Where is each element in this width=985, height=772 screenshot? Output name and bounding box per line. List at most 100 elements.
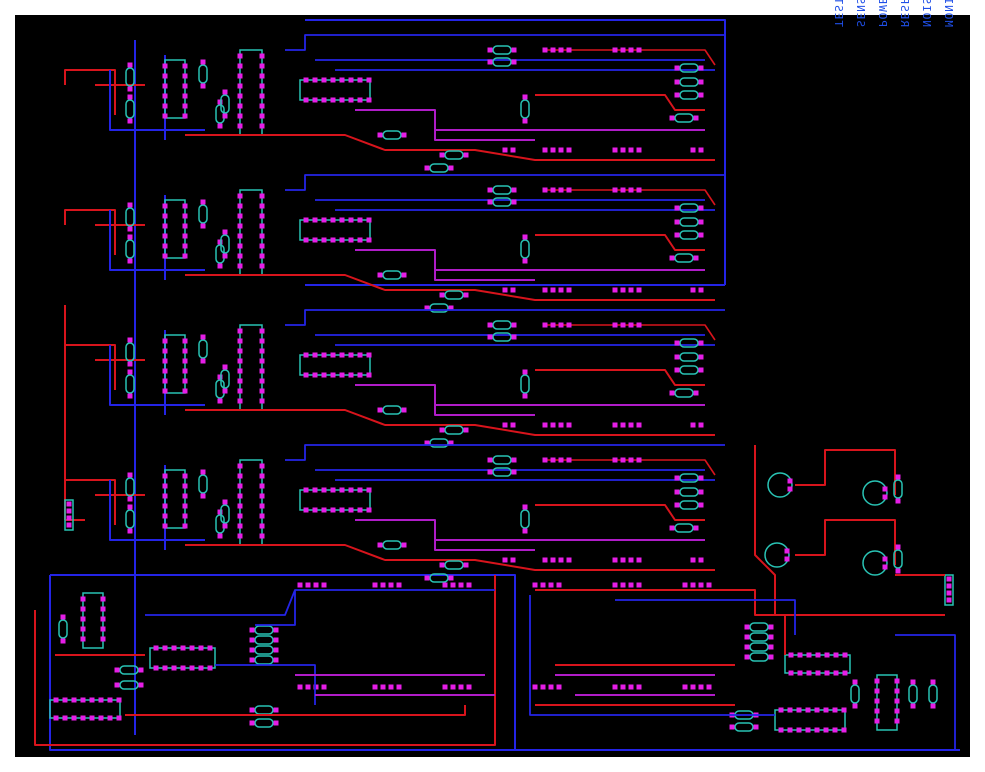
pad — [542, 557, 548, 563]
pad — [339, 487, 345, 493]
pad — [522, 528, 528, 534]
pad — [80, 606, 86, 612]
pad — [237, 358, 243, 364]
pad — [259, 463, 265, 469]
pad — [366, 217, 372, 223]
pad — [162, 63, 168, 69]
pad — [558, 187, 564, 193]
pad — [182, 73, 188, 79]
bus-trace — [64, 305, 85, 521]
pad — [162, 483, 168, 489]
pad — [628, 187, 634, 193]
pad — [612, 422, 618, 428]
resistor — [125, 477, 135, 497]
pad — [669, 115, 675, 121]
pad — [273, 707, 279, 713]
pad — [366, 97, 372, 103]
pad — [558, 322, 564, 328]
pad — [259, 93, 265, 99]
pad — [842, 670, 848, 676]
pad — [874, 688, 880, 694]
signal-trace — [295, 674, 495, 696]
pad — [100, 596, 106, 602]
pad — [698, 684, 704, 690]
pad — [823, 727, 829, 733]
pad — [542, 47, 548, 53]
resistor — [220, 369, 230, 389]
pad — [636, 422, 642, 428]
pad — [200, 493, 206, 499]
pad — [127, 86, 133, 92]
pad — [542, 457, 548, 463]
resistor — [125, 99, 135, 119]
pad — [162, 103, 168, 109]
pad — [458, 684, 464, 690]
pad — [182, 523, 188, 529]
pad — [330, 237, 336, 243]
pad — [636, 187, 642, 193]
resistor — [492, 467, 512, 477]
pad — [114, 682, 120, 688]
pad — [237, 523, 243, 529]
pad — [636, 582, 642, 588]
resistor — [674, 113, 694, 123]
pad — [698, 475, 704, 481]
pad — [53, 697, 59, 703]
pad — [330, 352, 336, 358]
pad — [787, 707, 793, 713]
resistor — [674, 523, 694, 533]
pad — [312, 507, 318, 513]
pad — [612, 287, 618, 293]
resistor — [674, 253, 694, 263]
pad — [182, 513, 188, 519]
pad — [162, 83, 168, 89]
pad — [636, 147, 642, 153]
pad — [357, 352, 363, 358]
resistor — [928, 684, 938, 704]
pad — [612, 582, 618, 588]
pad — [259, 193, 265, 199]
pad — [674, 489, 680, 495]
connector — [64, 499, 74, 531]
pad — [612, 47, 618, 53]
pad — [542, 147, 548, 153]
resistor — [444, 560, 464, 570]
pad — [200, 59, 206, 65]
pad — [357, 77, 363, 83]
pad — [321, 352, 327, 358]
pad — [162, 93, 168, 99]
pad — [814, 707, 820, 713]
pad — [80, 596, 86, 602]
pad — [502, 147, 508, 153]
pad — [448, 165, 454, 171]
pad — [312, 352, 318, 358]
pad — [237, 103, 243, 109]
pad — [107, 715, 113, 721]
pad — [636, 457, 642, 463]
signal-trace — [285, 34, 725, 71]
pad — [852, 703, 858, 709]
pad — [448, 305, 454, 311]
pad — [458, 582, 464, 588]
pad — [357, 507, 363, 513]
pad — [778, 707, 784, 713]
pad — [182, 493, 188, 499]
pad — [217, 263, 223, 269]
resistor — [679, 500, 699, 510]
pad — [698, 287, 704, 293]
pad — [377, 542, 383, 548]
pad — [259, 83, 265, 89]
transistor-outline — [764, 542, 790, 568]
ic-chip — [164, 469, 186, 529]
pad — [628, 684, 634, 690]
signal-trace — [109, 330, 205, 415]
pad — [566, 147, 572, 153]
pad — [116, 697, 122, 703]
resistor — [679, 365, 699, 375]
silkscreen-line: RESPONSE TUNING & GAIN SETTINGS — [898, 0, 911, 27]
signal-trace — [285, 174, 725, 211]
pad — [273, 657, 279, 663]
pad — [698, 340, 704, 346]
pad — [339, 372, 345, 378]
pad — [348, 487, 354, 493]
